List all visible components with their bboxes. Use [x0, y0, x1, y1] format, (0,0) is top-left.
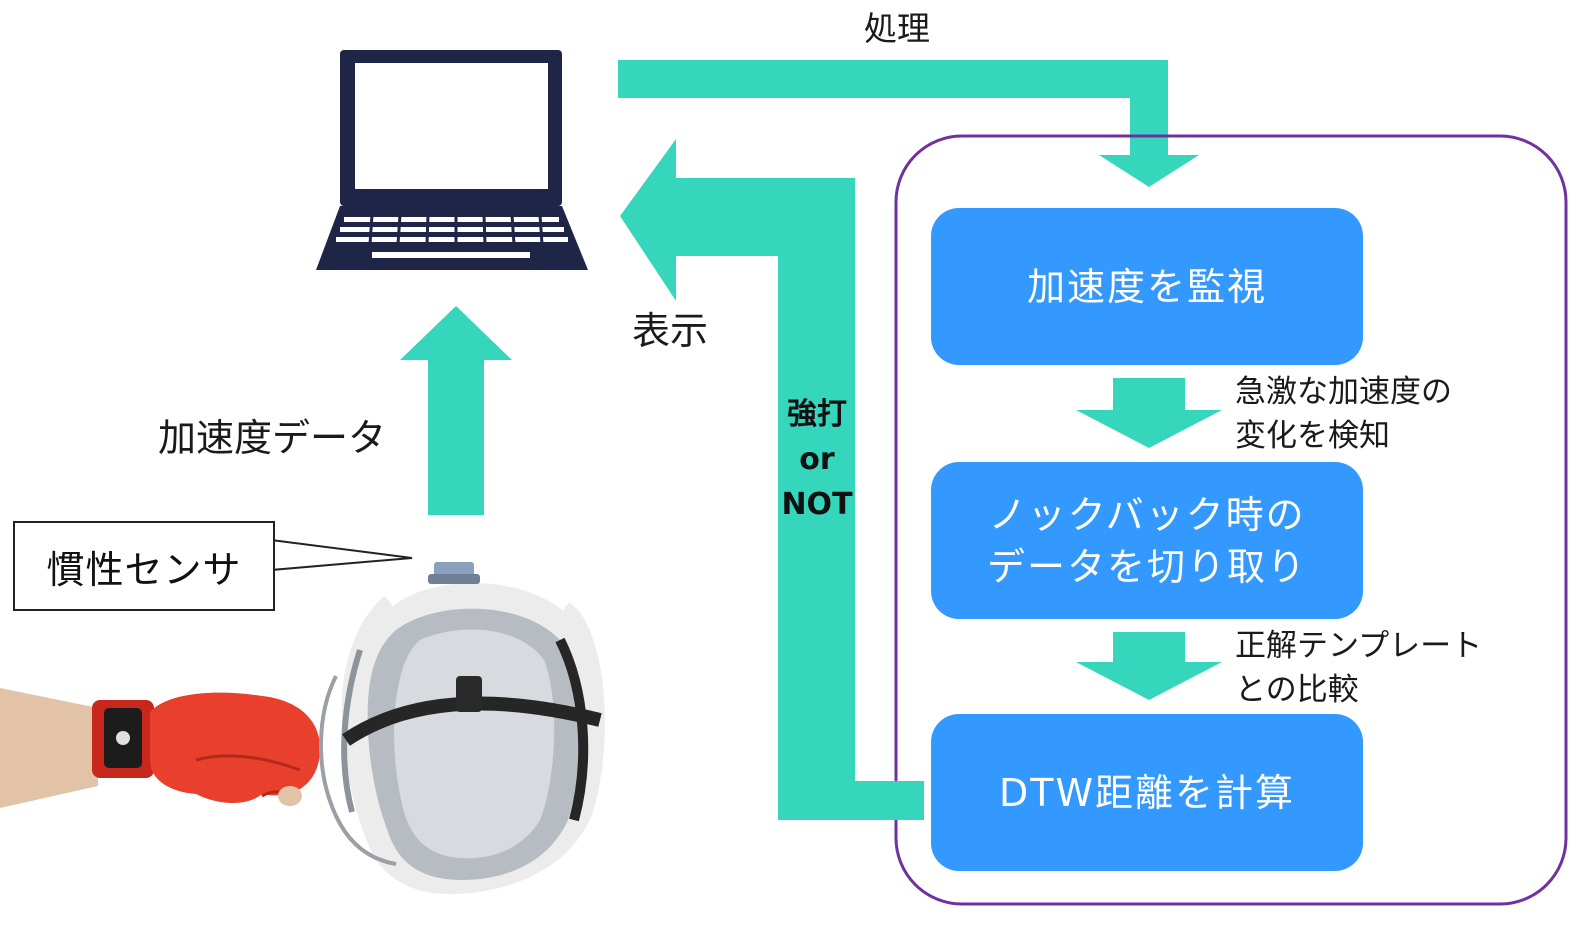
dtw-step-box: DTW距離を計算 [931, 714, 1363, 871]
acceleration-data-label: 加速度データ [158, 416, 387, 460]
compare-label-line1: 正解テンプレート [1235, 628, 1483, 664]
callout-pointer [270, 538, 413, 572]
monitor-step-box: 加速度を監視 [931, 208, 1363, 365]
process-frame [894, 134, 1568, 906]
result-label: 強打 or NOT [768, 392, 866, 527]
result-line3: NOT [781, 487, 853, 522]
compare-down-arrow [1076, 632, 1222, 700]
result-line2: or [799, 442, 835, 477]
monitor-step-label: 加速度を監視 [1026, 264, 1267, 309]
cut-step-label-line2: データを切り取り [986, 544, 1307, 589]
dtw-step-label: DTW距離を計算 [998, 770, 1296, 815]
detect-transition-label: 急激な加速度の 変化を検知 [1235, 370, 1452, 458]
process-arrow [618, 60, 1199, 187]
sensor-callout: 慣性センサ [13, 521, 275, 611]
cut-step-label-line1: ノックバック時の [988, 492, 1306, 537]
detect-label-line1: 急激な加速度の [1235, 374, 1452, 410]
compare-transition-label: 正解テンプレート との比較 [1235, 624, 1482, 712]
laptop-icon [316, 50, 588, 270]
result-line1: 強打 [787, 397, 847, 432]
detect-label-line2: 変化を検知 [1235, 418, 1390, 454]
process-label: 処理 [864, 9, 930, 48]
cut-step-box: ノックバック時の データを切り取り [931, 462, 1363, 619]
display-label: 表示 [632, 309, 709, 353]
acceleration-data-arrow [400, 306, 512, 515]
glove-illustration [0, 688, 321, 808]
detect-down-arrow [1076, 378, 1222, 448]
display-arrow [620, 139, 924, 820]
sensor-callout-label: 慣性センサ [46, 547, 242, 592]
compare-label-line2: との比較 [1235, 672, 1359, 708]
head-guard-illustration [318, 562, 605, 895]
